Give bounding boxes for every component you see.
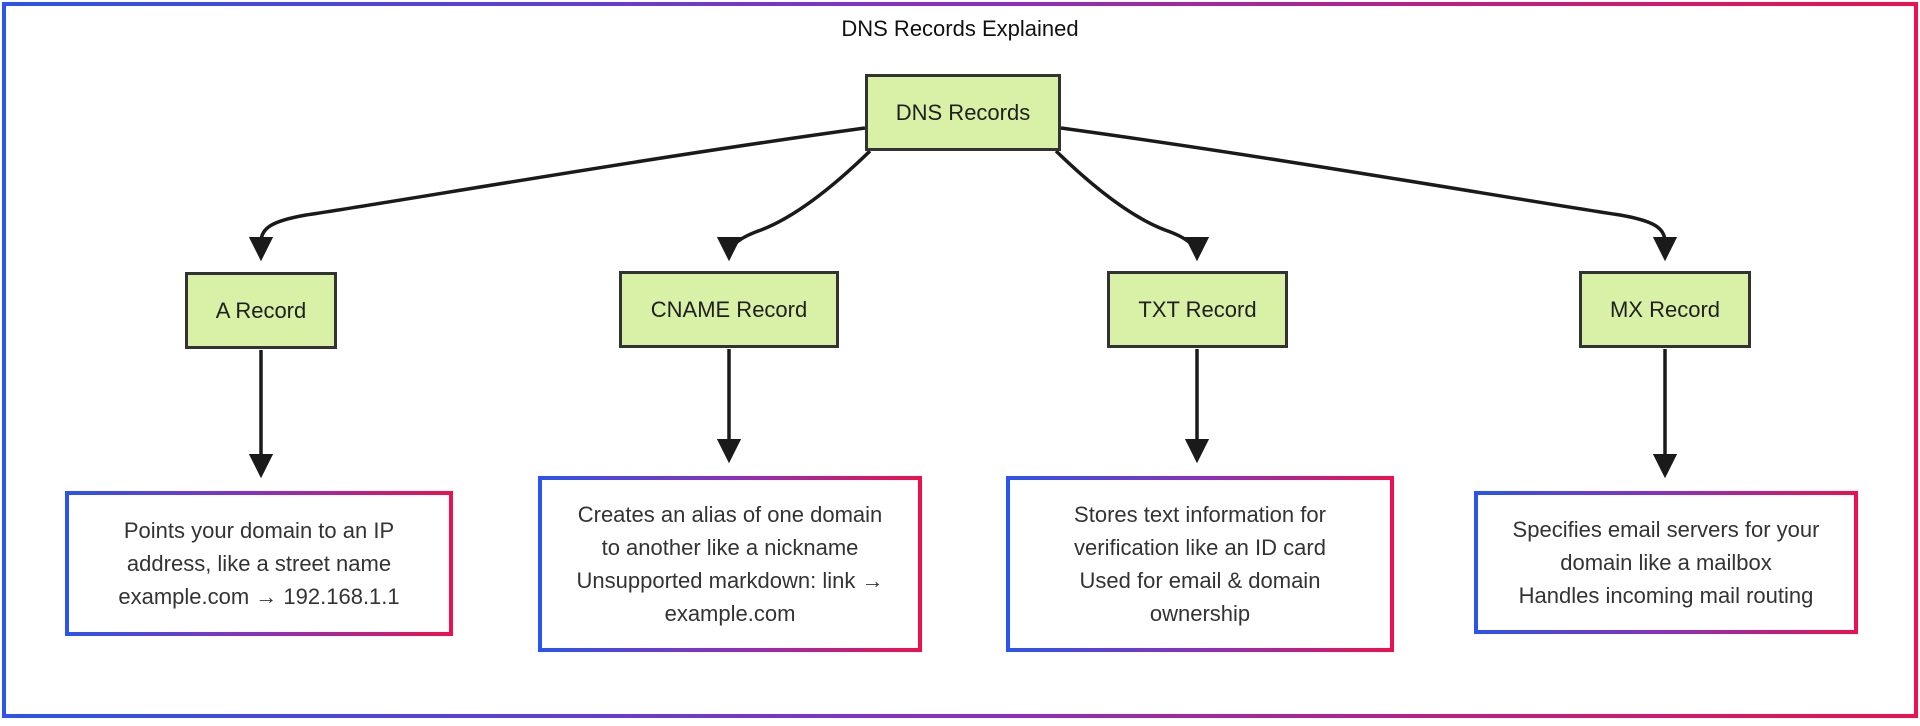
desc-line: domain like a mailbox [1560, 550, 1772, 575]
desc-line: Used for email & domain [1079, 568, 1321, 593]
desc-line: address, like a street name [126, 551, 392, 576]
desc-line: Stores text information for [1074, 502, 1326, 527]
desc-line: ownership [1149, 601, 1251, 626]
desc-line: to another like a nickname [601, 535, 859, 560]
desc-line: example.com → 192.168.1.1 [118, 584, 400, 609]
node-txt-record-label: TXT Record [1138, 296, 1257, 322]
node-txt-record: TXT Record [1107, 271, 1288, 348]
node-dns-records-label: DNS Records [895, 99, 1031, 125]
edge-root-to-txt-record [1054, 149, 1210, 262]
desc-line: Handles incoming mail routing [1518, 583, 1814, 608]
desc-box-mx-record: Specifies email servers for your domain … [1474, 491, 1858, 634]
node-dns-records: DNS Records [865, 74, 1061, 151]
desc-box-cname-record: Creates an alias of one domain to anothe… [538, 476, 922, 652]
desc-line: Creates an alias of one domain [577, 502, 883, 527]
node-cname-record-label: CNAME Record [650, 296, 808, 322]
desc-line: example.com [664, 601, 796, 626]
desc-box-txt-record: Stores text information for verification… [1006, 476, 1394, 652]
edge-root-to-a-record [248, 126, 866, 262]
node-mx-record: MX Record [1579, 271, 1751, 348]
desc-line: Specifies email servers for your [1512, 517, 1820, 542]
diagram-title: DNS Records Explained [841, 16, 1079, 41]
node-a-record-label: A Record [215, 297, 307, 323]
edge-root-to-cname-record [716, 149, 872, 262]
desc-line: verification like an ID card [1074, 535, 1326, 560]
node-mx-record-label: MX Record [1609, 296, 1721, 322]
node-cname-record: CNAME Record [619, 271, 839, 348]
node-a-record: A Record [185, 272, 337, 349]
desc-line: Points your domain to an IP [123, 518, 395, 543]
edge-root-to-mx-record [1060, 126, 1678, 262]
desc-box-a-record: Points your domain to an IP address, lik… [65, 491, 453, 636]
desc-line: Unsupported markdown: link → [576, 568, 884, 593]
edge-layer [248, 126, 1678, 479]
